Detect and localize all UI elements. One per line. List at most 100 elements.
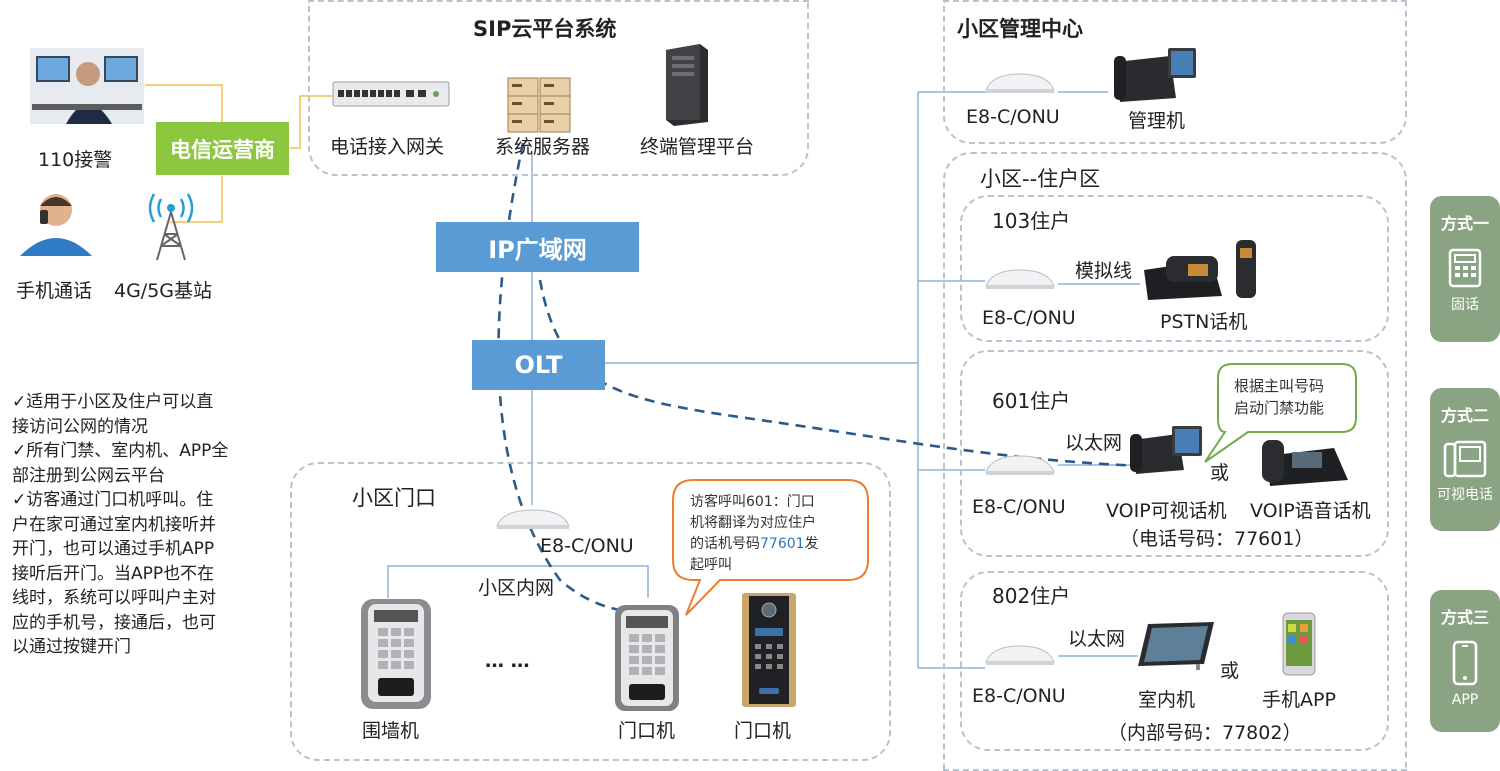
method-card-1: 方式一 固话 (1430, 196, 1500, 342)
video-phone-icon (1443, 438, 1487, 478)
wall-unit-icon (360, 598, 432, 710)
pstn-phone-icon (1138, 238, 1264, 302)
gate-callout-line: 起呼叫 (690, 557, 732, 573)
mgmt-device-label: 管理机 (1128, 110, 1186, 132)
landline-icon (1447, 248, 1483, 288)
ip-wan-box: IP广域网 (436, 222, 639, 272)
gate-callout: 访客呼叫601：门口 机将翻译为对应住户 的话机号码77601发 起呼叫 (690, 492, 860, 576)
method-title: 方式二 (1440, 406, 1489, 425)
r601-voice-label: VOIP语音话机 (1250, 500, 1371, 522)
residential-title: 小区--住户区 (980, 167, 1101, 191)
gate-callout-text: 的话机号码 (690, 536, 760, 552)
note-line: 部注册到公网云平台 (12, 465, 165, 486)
note-line: ✓适用于小区及住户可以直 (12, 392, 214, 412)
note-line: 户在家可通过室内机接听并 (12, 514, 216, 535)
r601-callout-line: 根据主叫号码 (1234, 377, 1325, 395)
mobile-app-phone-icon (1282, 612, 1316, 676)
r103-onu-icon (982, 266, 1058, 290)
r802-onu-label: E8-C/ONU (972, 685, 1066, 707)
server-stack-icon (500, 74, 578, 136)
mgmt-center-title: 小区管理中心 (957, 17, 1083, 41)
method-title: 方式一 (1440, 214, 1489, 233)
door-unit-2-label: 门口机 (734, 720, 792, 742)
usage-notes: ✓适用于小区及住户可以直 接访问公网的情况 ✓所有门禁、室内机、APP全 部注册… (12, 390, 274, 660)
method-label: APP (1451, 692, 1479, 708)
mgmt-onu-icon (982, 70, 1058, 94)
gate-callout-line: 访客呼叫601：门口 (690, 494, 815, 510)
smartphone-icon (1452, 640, 1478, 686)
r601-onu-label: E8-C/ONU (972, 496, 1066, 518)
door-unit-1-icon (614, 604, 680, 712)
r103-onu-label: E8-C/ONU (982, 307, 1076, 329)
method-title: 方式三 (1440, 608, 1489, 627)
r601-callout-line: 启动门禁功能 (1234, 399, 1325, 417)
mgmt-phone-icon (1110, 42, 1200, 104)
voip-video-phone-icon (1128, 422, 1204, 474)
r601-or-label: 或 (1210, 462, 1230, 484)
voip-voice-phone-icon (1256, 430, 1352, 486)
mgmt-onu-label: E8-C/ONU (966, 106, 1060, 128)
sip-cloud-group (308, 0, 809, 176)
note-line: ✓访客通过门口机呼叫。住 (12, 490, 214, 510)
note-line: ✓所有门禁、室内机、APP全 (12, 441, 229, 461)
r802-number-label: （内部号码：77802） (1108, 722, 1302, 744)
gate-onu-icon (493, 506, 573, 530)
note-line: 接听后开门。当APP也不在 (12, 563, 215, 584)
indoor-unit-icon (1134, 620, 1218, 670)
server-label: 系统服务器 (495, 136, 591, 158)
r802-indoor-label: 室内机 (1138, 689, 1196, 711)
r802-app-label: 手机APP (1262, 689, 1336, 711)
household-103-group (960, 195, 1389, 342)
police-label: 110接警 (38, 149, 113, 171)
door-unit-1-label: 门口机 (618, 720, 676, 742)
r802-onu-icon (982, 642, 1058, 666)
r601-onu-icon (982, 452, 1058, 476)
r601-number-label: （电话号码：77601） (1120, 528, 1314, 550)
household-601-title: 601住户 (992, 389, 1071, 413)
r601-line-label: 以太网 (1065, 432, 1123, 454)
household-601-group (960, 350, 1389, 557)
method-label: 可视电话 (1437, 487, 1493, 503)
note-line: 接访问公网的情况 (12, 416, 148, 437)
olt-box: OLT (472, 340, 605, 390)
r601-callout: 根据主叫号码 启动门禁功能 (1234, 375, 1324, 419)
household-103-title: 103住户 (992, 209, 1071, 233)
tower-server-icon (660, 42, 710, 126)
method-card-3: 方式三 APP (1430, 590, 1500, 732)
note-line: 以通过按键开门 (12, 637, 131, 657)
terminal-mgmt-label: 终端管理平台 (640, 136, 755, 158)
gate-onu-label: E8-C/ONU (540, 535, 634, 557)
household-802-title: 802住户 (992, 584, 1071, 608)
door-unit-2-icon (741, 592, 797, 708)
carrier-box: 电信运营商 (156, 122, 289, 175)
mgmt-center-group (943, 0, 1407, 144)
sip-cloud-title: SIP云平台系统 (473, 17, 617, 41)
note-line: 线时，系统可以呼叫户主对 (12, 588, 216, 608)
base-station-icon (142, 186, 200, 262)
ellipsis-label: … … (485, 650, 530, 672)
household-802-group (960, 571, 1389, 751)
wall-unit-label: 围墙机 (362, 720, 420, 742)
note-line: 应的手机号，接通后，也可 (12, 612, 216, 633)
r103-line-label: 模拟线 (1075, 260, 1133, 282)
gate-callout-number: 77601 (760, 536, 805, 552)
method-label: 固话 (1451, 297, 1479, 313)
method-card-2: 方式二 可视电话 (1430, 388, 1500, 531)
note-line: 开门，也可以通过手机APP (12, 539, 215, 559)
police-operator-photo (30, 48, 144, 124)
r103-phone-label: PSTN话机 (1160, 311, 1248, 333)
gate-group (290, 462, 891, 761)
gateway-label: 电话接入网关 (330, 136, 445, 158)
mobile-call-label: 手机通话 (16, 280, 93, 302)
base-station-label: 4G/5G基站 (114, 280, 213, 302)
r601-video-label: VOIP可视话机 (1106, 500, 1227, 522)
r802-or-label: 或 (1220, 660, 1240, 682)
gate-callout-line: 的话机号码77601发 (690, 534, 860, 555)
gate-title: 小区门口 (352, 486, 436, 510)
mobile-caller-photo (14, 188, 98, 256)
gate-lan-label: 小区内网 (478, 577, 555, 599)
gate-callout-text: 发 (804, 536, 819, 552)
gateway-device-icon (332, 78, 450, 108)
r802-line-label: 以太网 (1068, 628, 1126, 650)
gate-callout-line: 机将翻译为对应住户 (690, 515, 816, 531)
